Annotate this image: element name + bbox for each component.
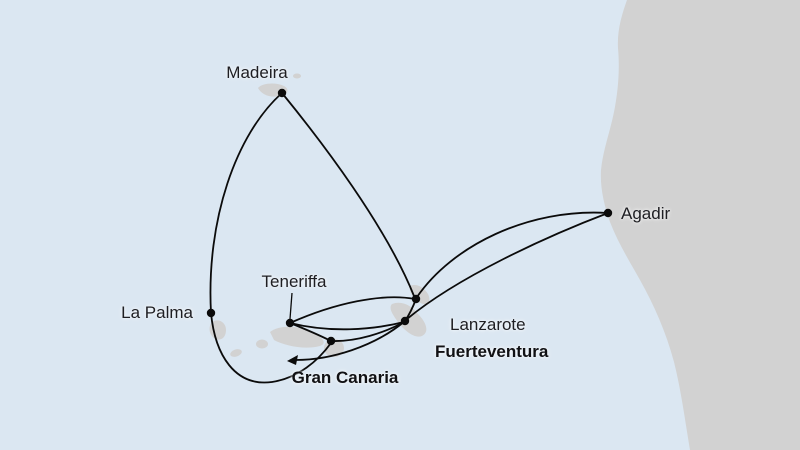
route-lapalma-grancanaria <box>210 312 332 384</box>
port-dot-teneriffa <box>285 318 295 328</box>
teneriffa-leader-line <box>289 292 293 320</box>
port-dots <box>206 88 613 346</box>
port-dot-la-palma <box>206 308 216 318</box>
landmasses <box>209 0 800 450</box>
port-dot-lanzarote <box>411 294 421 304</box>
route-teneriffa-fuerteventura <box>289 321 405 331</box>
island-porto-santo <box>293 73 301 79</box>
route-madeira-lanzarote <box>281 92 415 297</box>
port-label-teneriffa: Teneriffa <box>261 272 327 291</box>
island-tenerife <box>270 326 324 348</box>
port-label-fuerteventura: Fuerteventura <box>435 342 549 361</box>
port-dot-madeira <box>277 88 287 98</box>
port-label-la-palma: La Palma <box>121 303 193 322</box>
port-label-gran-canaria: Gran Canaria <box>291 368 399 387</box>
route-direction-arrow <box>287 355 298 365</box>
route-lines <box>209 92 609 384</box>
port-dot-fuerteventura <box>400 316 410 326</box>
island-la-gomera <box>256 339 268 349</box>
route-madeira-lapalma <box>209 92 283 314</box>
port-dot-agadir <box>603 208 613 218</box>
port-label-agadir: Agadir <box>621 204 671 223</box>
route-fuerteventura-arrow-leg <box>295 320 406 361</box>
island-el-hierro <box>230 349 242 357</box>
port-dot-gran-canaria <box>326 336 336 346</box>
port-label-madeira: Madeira <box>226 63 288 82</box>
island-la-palma <box>209 320 226 340</box>
route-agadir-lanzarote <box>416 211 609 298</box>
africa-coast <box>600 0 800 450</box>
route-teneriffa-lanzarote <box>289 296 416 324</box>
route-agadir-fuerteventura <box>406 212 609 320</box>
port-label-lanzarote: Lanzarote <box>450 315 526 334</box>
route-grancanaria-fuerteventura <box>330 321 405 342</box>
